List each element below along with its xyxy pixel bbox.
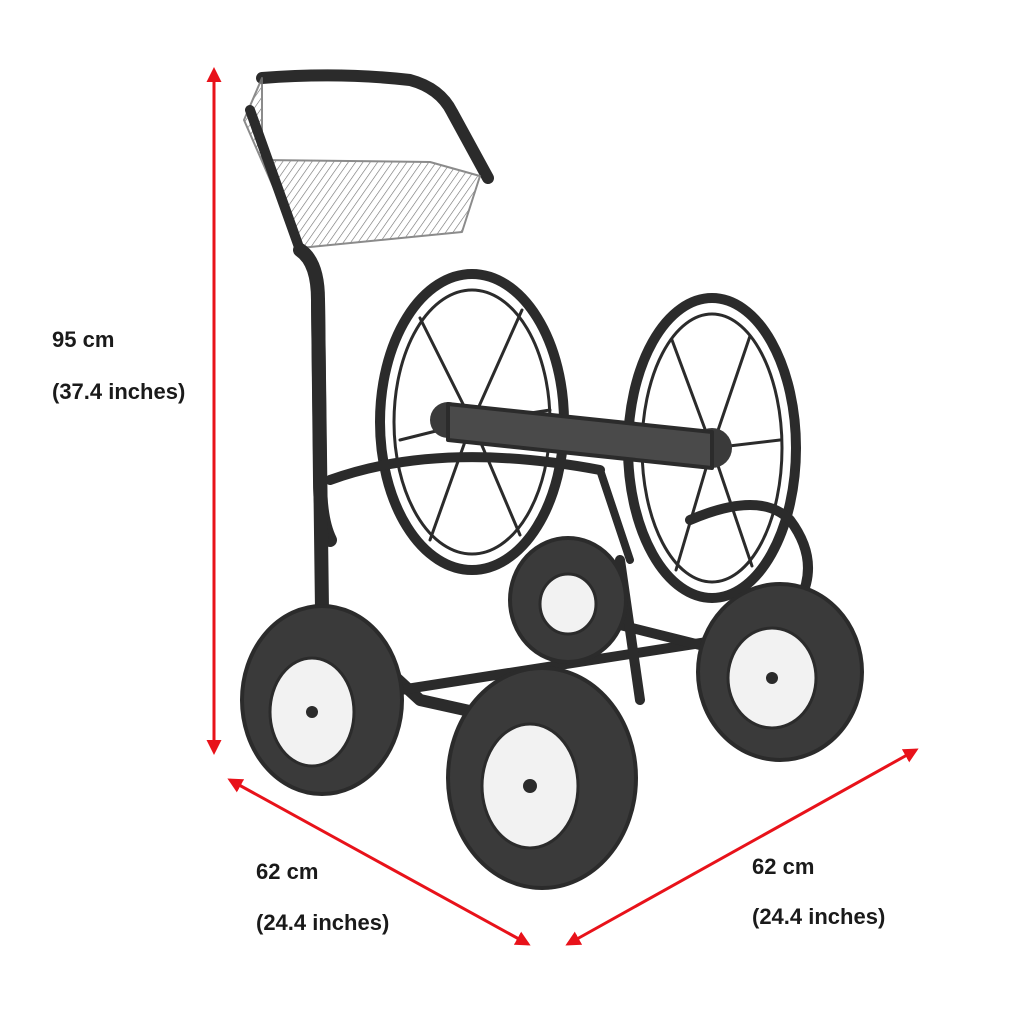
handle-post (293, 243, 337, 617)
dimension-arrows (206, 67, 919, 946)
rear-right-wheel (696, 582, 864, 762)
width-metric-label: 62 cm (752, 854, 815, 879)
height-metric-label: 95 cm (52, 327, 115, 352)
front-left-wheel (240, 604, 404, 796)
handle-panel (243, 69, 494, 255)
width-arrow (565, 748, 919, 946)
depth-metric-label: 62 cm (256, 859, 319, 884)
depth-imperial-label: (24.4 inches) (256, 910, 390, 935)
hose-reel-cart-icon (240, 69, 864, 890)
reel-axle (446, 402, 714, 470)
depth-arrow (227, 778, 531, 946)
front-right-wheel (446, 666, 638, 890)
width-imperial-label: (24.4 inches) (752, 904, 886, 929)
rear-left-wheel (508, 536, 628, 664)
height-imperial-label: (37.4 inches) (52, 379, 186, 404)
